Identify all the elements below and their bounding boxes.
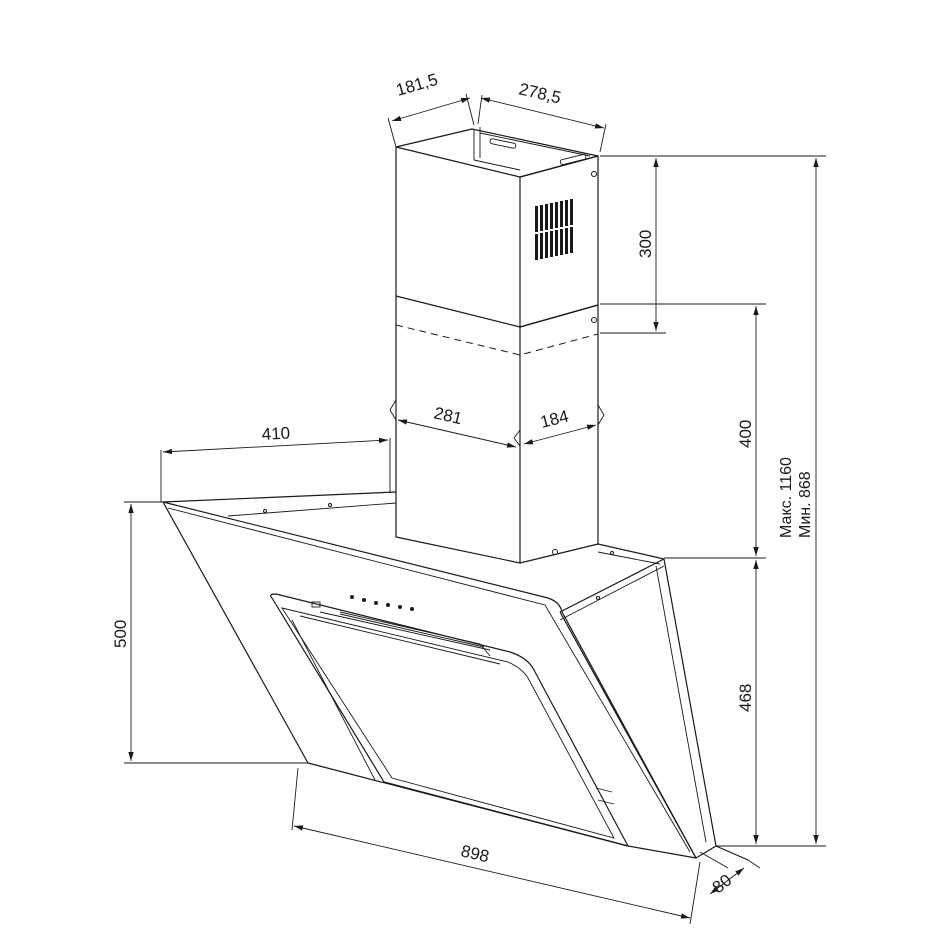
dimension-lines — [124, 93, 826, 925]
label-mid-side: 184 — [538, 407, 570, 432]
label-mid-front: 281 — [432, 403, 464, 428]
label-depth: 410 — [261, 424, 290, 444]
lower-chimney — [389, 296, 605, 564]
label-max-total: Макс. 1160 — [778, 457, 795, 538]
label-edge-depth: 80 — [709, 871, 736, 898]
label-top-front: 278,5 — [517, 79, 563, 107]
label-lower-height: 400 — [736, 420, 755, 448]
label-panel-height: 468 — [736, 684, 755, 712]
vent-grille — [535, 199, 573, 260]
hood-body — [162, 491, 749, 869]
label-top-side: 181,5 — [394, 70, 440, 100]
control-buttons — [350, 595, 414, 611]
dimension-labels: 181,5 278,5 300 400 Макс. 1160 Мин. 868 … — [111, 70, 814, 897]
upper-chimney — [395, 127, 599, 328]
label-min-total: Мин. 868 — [797, 471, 814, 538]
label-upper-height: 300 — [636, 230, 655, 258]
label-width: 898 — [459, 841, 491, 866]
label-hood-height: 500 — [111, 620, 130, 648]
